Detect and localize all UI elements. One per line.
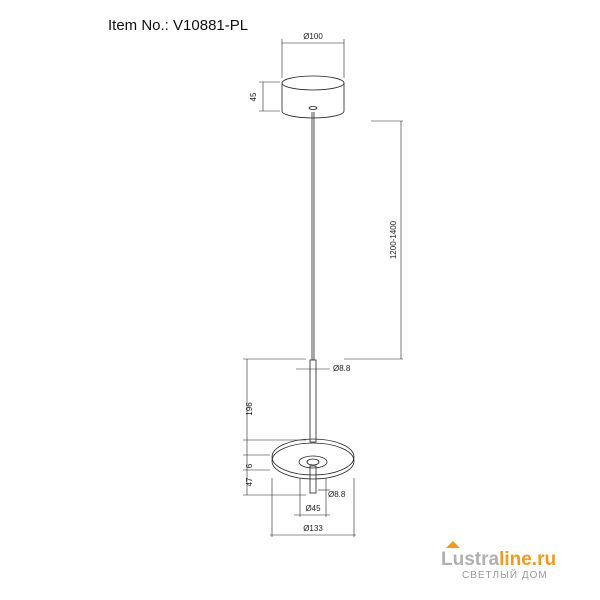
disc <box>271 438 355 480</box>
bottom-stub <box>309 465 317 494</box>
tube-diameter-label: Ø8.8 <box>333 364 351 373</box>
lamp-logo-icon <box>446 541 460 548</box>
watermark-tagline: СВЕТЛЫЙ ДОМ <box>462 568 548 581</box>
disc-thickness-label: 6 <box>245 463 254 468</box>
watermark: Lustraline.ru СВЕТЛЫЙ ДОМ <box>441 541 556 581</box>
item-label: Item No.: <box>108 17 169 34</box>
stub-diameter-label: Ø8.8 <box>328 490 346 499</box>
tube <box>309 359 317 443</box>
watermark-brand-part1: Lustra <box>441 549 500 570</box>
canopy <box>281 75 345 119</box>
cable-length-label: 1200-1400 <box>389 220 398 259</box>
inner-diameter-label: Ø45 <box>305 504 321 513</box>
cable <box>311 112 315 360</box>
disc-diameter-label: Ø133 <box>303 524 323 533</box>
canopy-diameter-label: Ø100 <box>303 32 323 41</box>
lower-height-label: 47 <box>245 477 254 486</box>
watermark-brand-part2: line.ru <box>499 549 556 570</box>
canopy-height-label: 45 <box>249 92 258 101</box>
watermark-brand: Lustraline.ru <box>441 549 556 570</box>
tube-length-label: 196 <box>245 402 254 416</box>
dimension-lines <box>243 39 403 537</box>
item-title: Item No.: V10881-PL <box>108 17 248 34</box>
item-number: V10881-PL <box>173 17 249 34</box>
